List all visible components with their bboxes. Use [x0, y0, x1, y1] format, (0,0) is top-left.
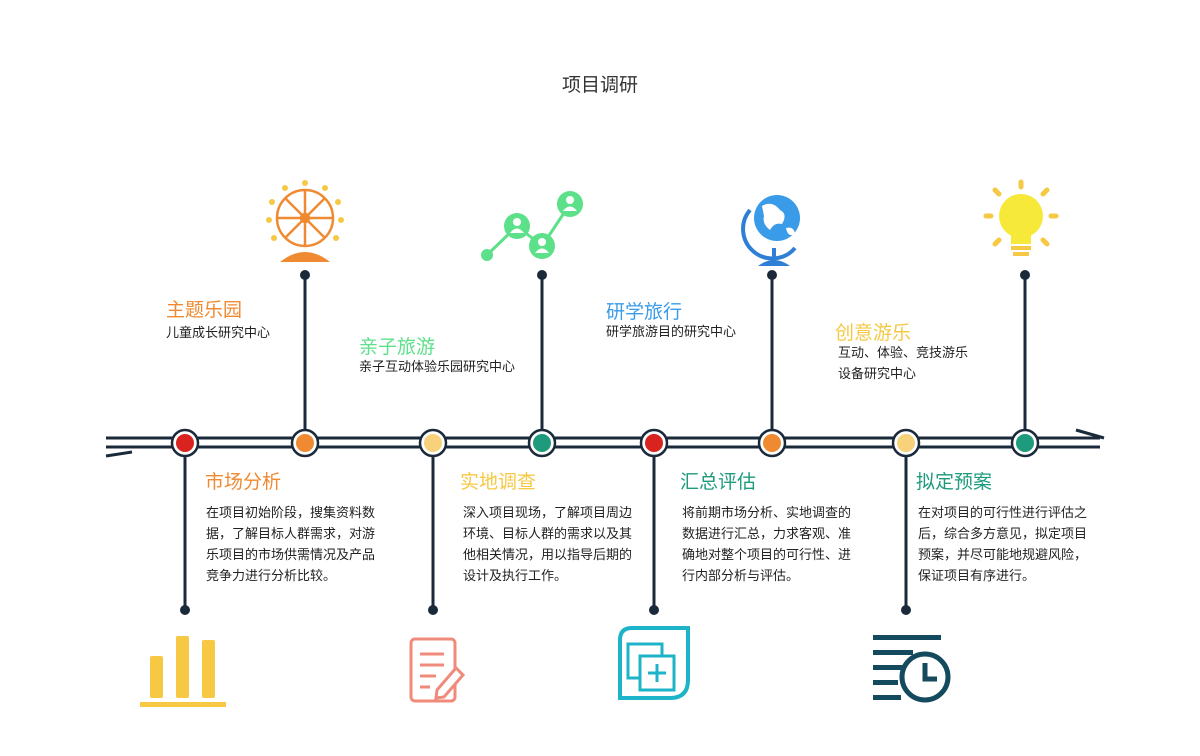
timeline-axis: [105, 428, 1105, 458]
stem-dot: [180, 605, 190, 615]
stem-dot: [649, 605, 659, 615]
stage-heading-summary-evaluation: 汇总评估: [680, 471, 757, 493]
timeline-node: [296, 434, 314, 452]
stem-dot: [901, 605, 911, 615]
lightbulb-icon: [983, 179, 1059, 256]
stage-desc-draft-plan: 在对项目的可行性进行评估之 后，综合多方意见，拟定项目 预案，并尽可能地规避风险…: [918, 506, 1088, 584]
timeline-node: [533, 434, 551, 452]
stage-desc-field-survey: 深入项目现场，了解项目周边 环境、目标人群的需求以及其 他相关情况，用以指导后期…: [463, 506, 633, 584]
stage-desc-creative-play: 互动、体验、竞技游乐 设备研究中心: [838, 346, 969, 382]
globe-icon: [741, 195, 800, 266]
stage-heading-field-survey: 实地调查: [460, 471, 537, 493]
copy-plus-icon: [618, 626, 690, 700]
stage-heading-creative-play: 创意游乐: [835, 322, 912, 344]
stage-heading-study-tour: 研学旅行: [606, 301, 683, 323]
timeline-node: [645, 434, 663, 452]
timeline-node: [1016, 434, 1034, 452]
stem-dot: [1020, 270, 1030, 280]
stage-desc-summary-evaluation: 将前期市场分析、实地调查的 数据进行汇总，力求客观、准 确地对整个项目的可行性、…: [682, 506, 852, 584]
page-title: 项目调研: [561, 74, 638, 96]
stage-desc-study-tour: 研学旅游目的研究中心: [606, 325, 737, 340]
ferris-wheel-icon: [266, 180, 344, 262]
stem-dot: [767, 270, 777, 280]
document-edit-icon: [409, 637, 466, 703]
timeline-node: [763, 434, 781, 452]
stage-desc-theme-park: 儿童成长研究中心: [166, 326, 271, 341]
stage-desc-market-analysis: 在项目初始阶段，搜集资料数 据，了解目标人群需求，对游 乐项目的市场供需情况及产…: [206, 506, 376, 584]
timeline-node: [424, 434, 442, 452]
stage-heading-family-travel: 亲子旅游: [359, 336, 436, 358]
stage-heading-draft-plan: 拟定预案: [916, 471, 993, 493]
list-clock-icon: [873, 635, 951, 703]
timeline-node: [897, 434, 915, 452]
stage-heading-market-analysis: 市场分析: [205, 471, 282, 493]
stem-dot: [428, 605, 438, 615]
bar-chart-icon: [140, 636, 226, 707]
stem-dot: [537, 270, 547, 280]
stage-heading-theme-park: 主题乐园: [166, 299, 243, 321]
people-network-icon: [481, 191, 583, 261]
stem-dot: [300, 270, 310, 280]
stage-desc-family-travel: 亲子互动体验乐园研究中心: [359, 360, 516, 375]
timeline-node: [176, 434, 194, 452]
